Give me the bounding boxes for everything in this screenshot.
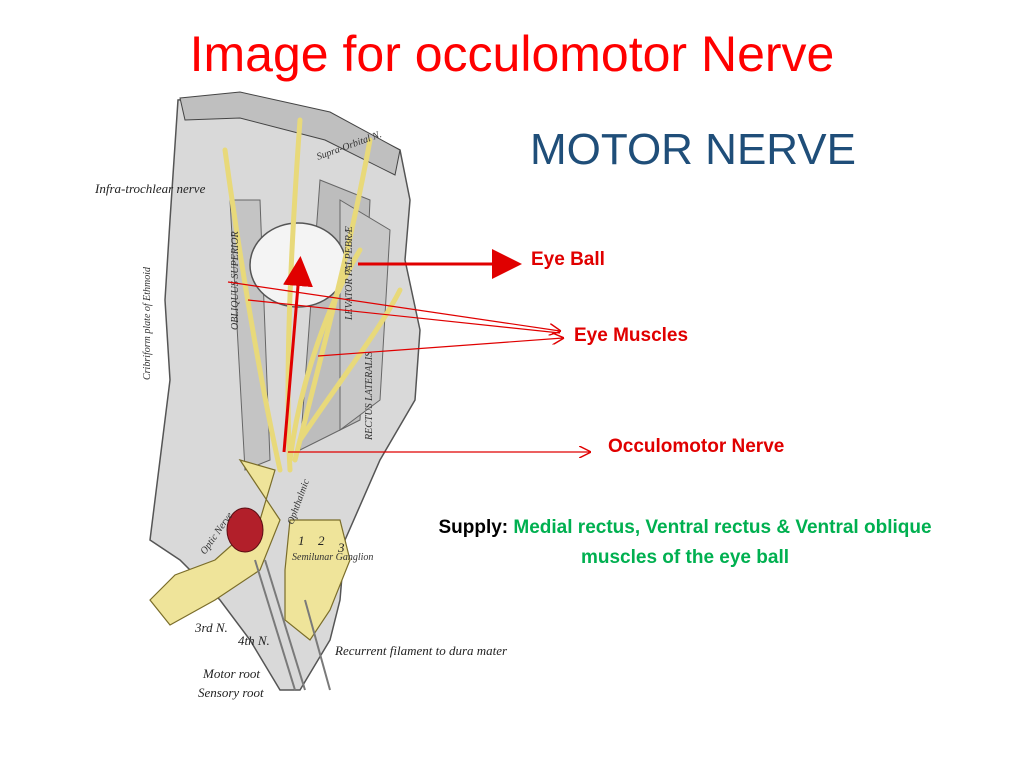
slide-title: Image for occulomotor Nerve bbox=[189, 26, 835, 82]
obliquus-label: OBLIQUUS SUPERIOR bbox=[230, 231, 241, 330]
supply-description: Medial rectus, Ventral rectus & Ventral … bbox=[513, 517, 932, 569]
optic-nerve-shape bbox=[149, 458, 281, 626]
supply-heading: Supply: bbox=[438, 517, 509, 538]
nerve-branch bbox=[297, 287, 403, 443]
eye-muscles-pointer bbox=[227, 281, 560, 331]
rectus-lateralis-label: RECTUS LATERALIS bbox=[364, 352, 375, 441]
nerve-branch bbox=[222, 147, 283, 473]
eye-muscles-label: Eye Muscles bbox=[574, 325, 689, 346]
vertical-nerve-arrow bbox=[282, 256, 313, 453]
eye-muscles-pointer bbox=[247, 299, 561, 334]
semilunar-label: Semilunar Ganglion bbox=[292, 552, 373, 563]
skull-top bbox=[179, 91, 401, 176]
occulomotor-nerve-label: Occulomotor Nerve bbox=[608, 436, 785, 457]
eye-muscles-pointer bbox=[317, 338, 563, 357]
num-2-label: 2 bbox=[318, 533, 325, 548]
muscle-band bbox=[339, 199, 391, 431]
artery-shape bbox=[226, 507, 264, 553]
third-nerve-label: 3rd N. bbox=[194, 620, 228, 635]
root-line bbox=[254, 559, 296, 691]
cribriform-label: Cribriform plate of Ethmoid bbox=[142, 266, 153, 380]
nerve-branch bbox=[287, 247, 363, 463]
num-1-label: 1 bbox=[298, 533, 305, 548]
nerve-branch bbox=[285, 117, 303, 473]
levator-label: LEVATOR PALPEBRÆ bbox=[344, 226, 355, 321]
root-line bbox=[264, 559, 306, 691]
motor-root-label: Motor root bbox=[202, 666, 260, 681]
root-line bbox=[304, 599, 331, 691]
eye-ball-label: Eye Ball bbox=[531, 249, 605, 270]
semilunar-ganglion-shape bbox=[284, 519, 351, 641]
sensory-root-label: Sensory root bbox=[198, 685, 264, 700]
supply-text-block: Supply: Medial rectus, Ventral rectus & … bbox=[420, 513, 950, 574]
recurrent-label: Recurrent filament to dura mater bbox=[334, 643, 508, 658]
infratrochlear-label: Infra-trochlear nerve bbox=[94, 181, 206, 196]
num-3-label: 3 bbox=[337, 540, 345, 555]
slide-subtitle: MOTOR NERVE bbox=[530, 125, 856, 174]
fourth-nerve-label: 4th N. bbox=[238, 633, 270, 648]
